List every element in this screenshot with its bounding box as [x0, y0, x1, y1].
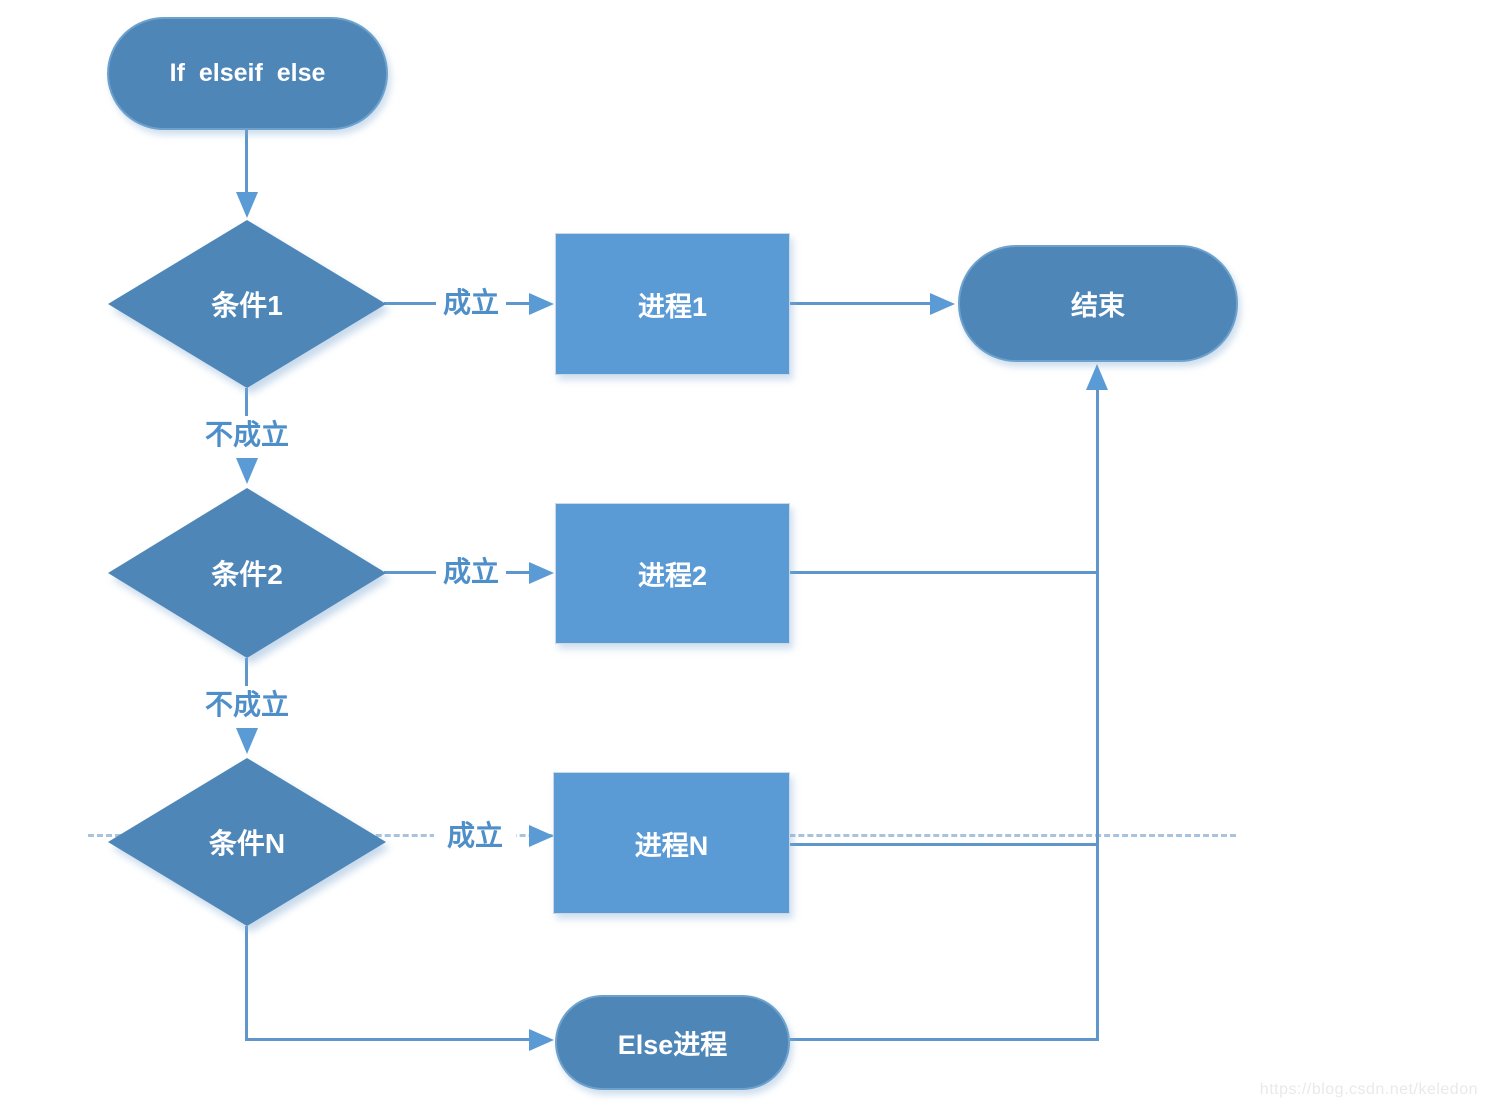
arrowhead-start-cond1: [236, 192, 258, 218]
node-cond2: 条件2: [108, 488, 386, 658]
node-proc2: 进程2: [555, 503, 790, 644]
edge-label-cond2-false: 不成立: [204, 689, 289, 720]
node-proc1: 进程1: [555, 233, 790, 375]
node-end-label: 结束: [1071, 291, 1125, 321]
node-condN-label: 条件N: [208, 828, 286, 859]
node-start: If elseif else: [107, 17, 388, 130]
arrowhead-proc1-end: [930, 293, 955, 315]
node-cond1: 条件1: [108, 220, 386, 388]
arrowhead-cond2-condN: [236, 728, 258, 754]
node-proc2-label: 进程2: [637, 561, 708, 591]
connector-else-trunk: [790, 1038, 1099, 1041]
watermark-text: https://blog.csdn.net/keledon: [1259, 1081, 1478, 1098]
node-start-label: If elseif else: [169, 59, 326, 87]
arrowhead-cond1-proc1: [529, 293, 554, 315]
edge-label-cond1-false: 不成立: [204, 419, 289, 450]
arrowhead-condN-else: [529, 1029, 554, 1051]
connector-cond2-proc2-a: [384, 571, 436, 574]
edge-label-cond1-true: 成立: [442, 287, 499, 318]
node-end: 结束: [958, 245, 1238, 362]
connector-condN-else-h: [245, 1038, 530, 1041]
node-cond2-label: 条件2: [211, 559, 283, 590]
arrowhead-cond1-cond2: [236, 458, 258, 484]
connector-cond1-proc1-b: [506, 302, 530, 305]
node-condN: 条件N: [108, 758, 386, 926]
connector-condN-else-v: [245, 926, 248, 1040]
node-proc1-label: 进程1: [637, 291, 708, 322]
arrowhead-cond2-proc2: [529, 562, 554, 584]
connector-proc1-end: [790, 302, 931, 305]
arrowhead-trunk-end: [1086, 364, 1108, 390]
node-else-label: Else进程: [617, 1030, 728, 1060]
arrowhead-condN-procN: [529, 825, 554, 847]
connector-start-cond1: [245, 130, 248, 192]
edge-label-cond2-true: 成立: [442, 556, 499, 587]
node-cond1-label: 条件1: [211, 290, 283, 321]
connector-proc2-trunk: [790, 571, 1098, 574]
connector-cond1-cond2: [245, 388, 248, 416]
connector-trunk-end: [1096, 390, 1099, 1041]
connector-procN-trunk: [790, 843, 1098, 846]
edge-label-condN-true: 成立: [434, 822, 516, 850]
connector-cond2-condN: [245, 658, 248, 686]
node-procN: 进程N: [553, 772, 790, 914]
connector-cond2-proc2-b: [506, 571, 530, 574]
node-else: Else进程: [555, 995, 790, 1090]
node-procN-label: 进程N: [634, 830, 709, 861]
connector-cond1-proc1-a: [384, 302, 436, 305]
